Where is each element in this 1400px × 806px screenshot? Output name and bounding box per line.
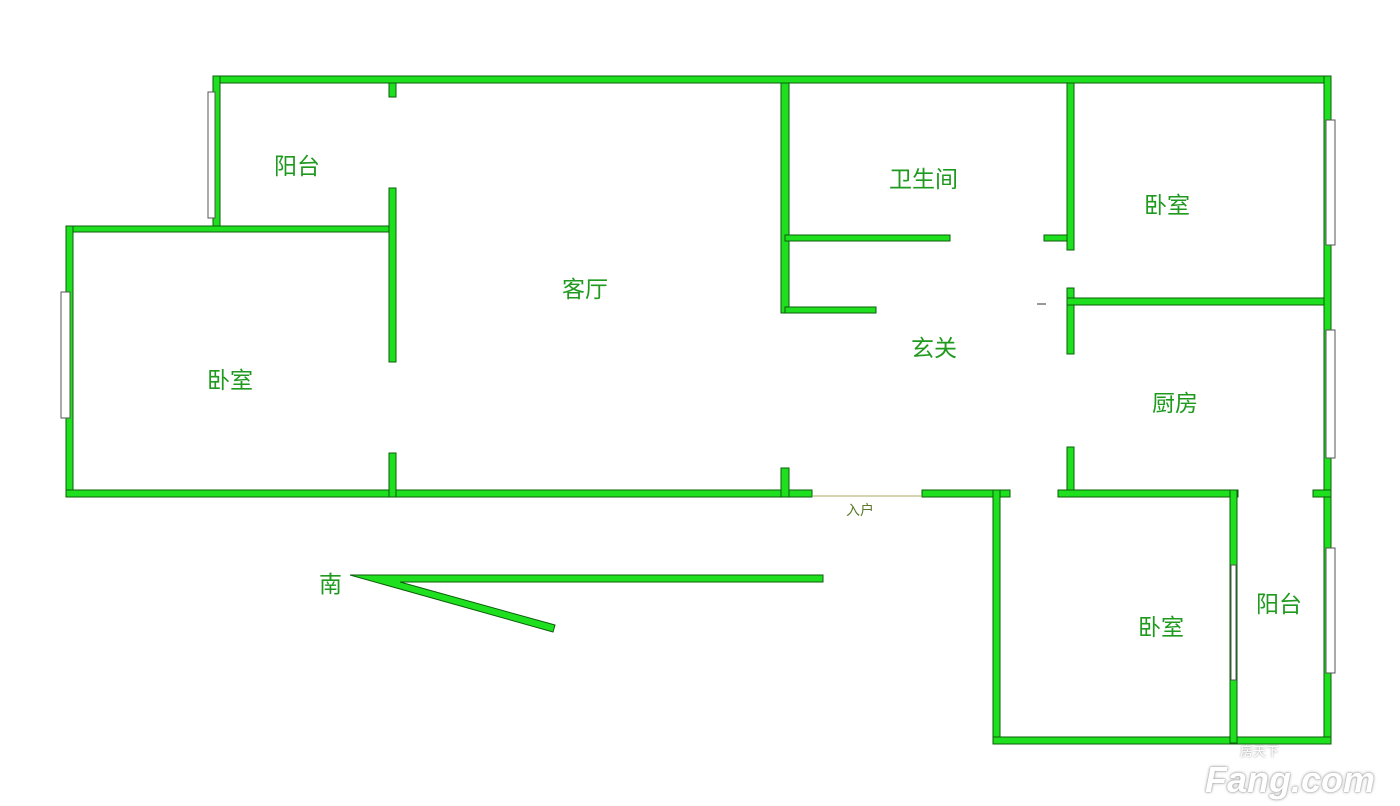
window <box>1325 329 1336 459</box>
room-label-foyer: 玄关 <box>911 336 957 362</box>
room-label-bathroom: 卫生间 <box>889 167 958 193</box>
room-label-bedroom-s: 卧室 <box>1138 615 1184 641</box>
window <box>1325 119 1336 246</box>
window <box>1325 547 1336 674</box>
room-label-living-room: 客厅 <box>562 277 608 303</box>
room-label-bedroom-ne: 卧室 <box>1144 193 1190 219</box>
window <box>207 91 216 219</box>
watermark-logo: Fang.com <box>1205 759 1376 800</box>
entrance-label: 入户 <box>846 503 874 519</box>
window <box>60 291 71 419</box>
watermark-cn: 房天下 <box>1240 745 1280 760</box>
room-label-balcony-se: 阳台 <box>1256 592 1302 618</box>
room-label-bedroom-w: 卧室 <box>207 368 253 394</box>
compass-arrow <box>349 574 824 633</box>
room-label-balcony-nw: 阳台 <box>274 154 320 180</box>
window <box>1230 564 1237 681</box>
compass-label: 南 <box>319 572 342 598</box>
room-label-kitchen: 厨房 <box>1152 391 1198 417</box>
walls <box>60 75 1336 745</box>
